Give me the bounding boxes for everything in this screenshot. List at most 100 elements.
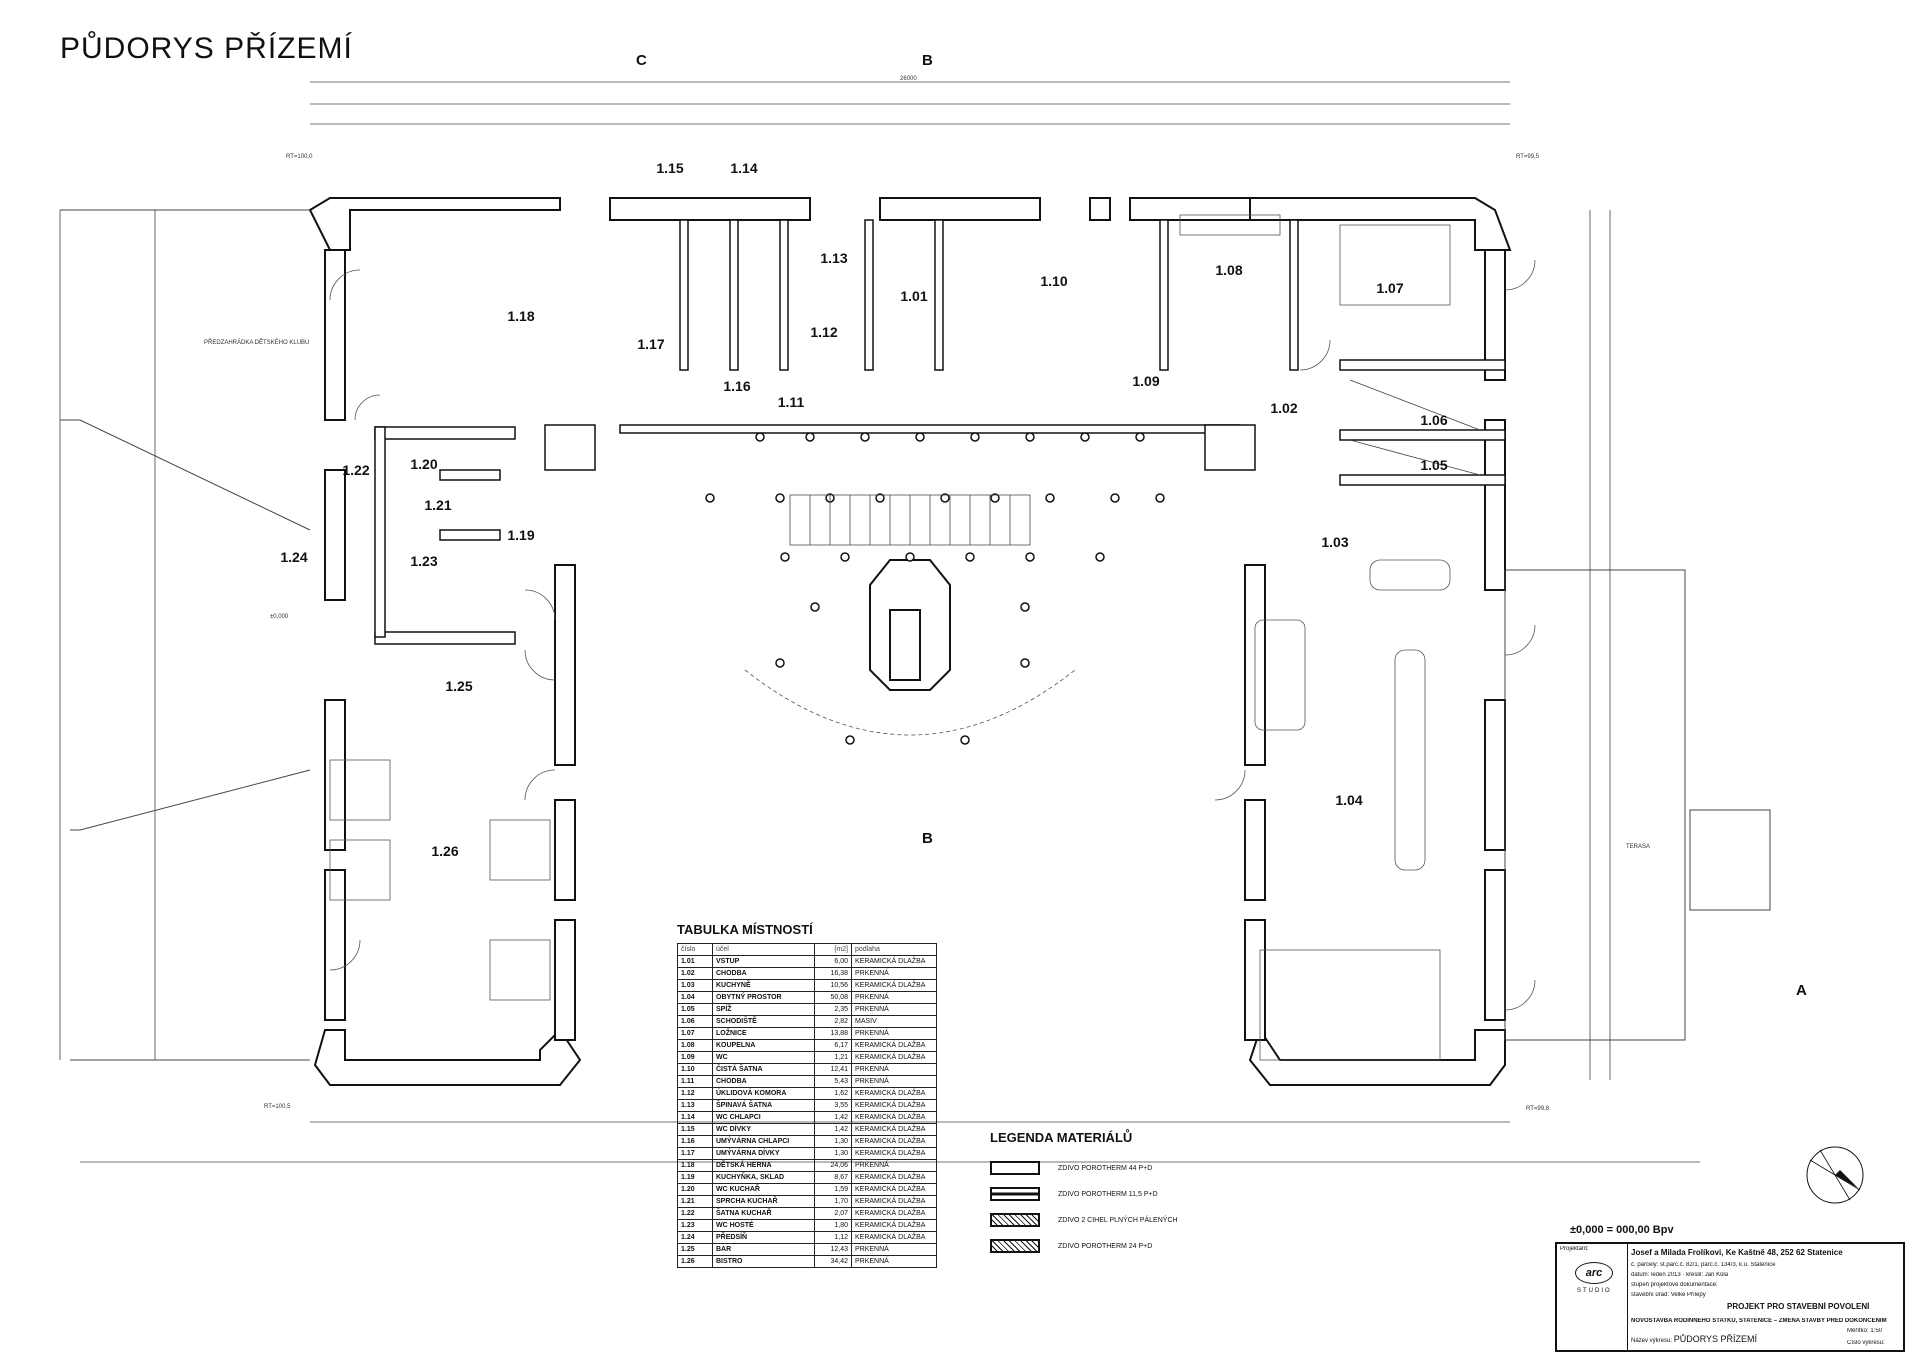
room-label-1-19: 1.19 <box>507 527 535 543</box>
room-name-cell: VSTUP <box>712 955 815 968</box>
tb-meritko-value: 1:50 <box>1870 1328 1883 1334</box>
room-floor-cell: KERAMICKÁ DLAŽBA <box>851 1111 937 1124</box>
tb-vykres-label: Název výkresu: <box>1631 1338 1673 1344</box>
room-floor-cell: KERAMICKÁ DLAŽBA <box>851 979 937 992</box>
material-legend: LEGENDA MATERIÁLŮ ZDIVO POROTHERM 44 P+D… <box>990 1130 1270 1259</box>
tb-meritko: Měřítko: 1:50 <box>1847 1328 1899 1334</box>
rt-top-right: RT=99,5 <box>1516 154 1540 160</box>
room-num-cell: 1.16 <box>677 1135 713 1148</box>
room-floor-cell: KERAMICKÁ DLAŽBA <box>851 1195 937 1208</box>
room-num-cell: 1.11 <box>677 1075 713 1088</box>
room-name-cell: KUCHYNĚ <box>712 979 815 992</box>
room-name-cell: WC KUCHAŘ <box>712 1183 815 1196</box>
header-floor: podlaha <box>851 943 937 956</box>
tb-investor: Josef a Milada Frolíkovi, Ke Kaštně 48, … <box>1631 1248 1843 1257</box>
section-mark-c: C <box>636 52 647 69</box>
room-floor-cell: KERAMICKÁ DLAŽBA <box>851 1207 937 1220</box>
room-label-1-04: 1.04 <box>1335 792 1363 808</box>
room-label-1-14: 1.14 <box>730 160 758 176</box>
drawing-title: PŮDORYS PŘÍZEMÍ <box>60 32 353 65</box>
room-floor-cell: PRKENNÁ <box>851 1003 937 1016</box>
room-name-cell: BISTRO <box>712 1255 815 1268</box>
room-area-cell: 50,08 <box>814 991 852 1004</box>
room-label-1-03: 1.03 <box>1321 534 1349 550</box>
room-name-cell: ŠATNA KUCHAŘ <box>712 1207 815 1220</box>
room-area-cell: 12,43 <box>814 1243 852 1256</box>
room-name-cell: CHODBA <box>712 1075 815 1088</box>
room-floor-cell: KERAMICKÁ DLAŽBA <box>851 1051 937 1064</box>
room-area-cell: 2,35 <box>814 1003 852 1016</box>
room-floor-cell: PRKENNÁ <box>851 1159 937 1172</box>
room-floor-cell: KERAMICKÁ DLAŽBA <box>851 1039 937 1052</box>
room-name-cell: ČISTÁ ŠATNA <box>712 1063 815 1076</box>
room-floor-cell: PRKENNÁ <box>851 1255 937 1268</box>
legend-swatch <box>990 1213 1040 1227</box>
room-area-cell: 13,88 <box>814 1027 852 1040</box>
room-label-1-06: 1.06 <box>1420 412 1448 428</box>
room-num-cell: 1.04 <box>677 991 713 1004</box>
title-block: Projektant: arc STUDIO Josef a Milada Fr… <box>1555 1242 1905 1352</box>
room-num-cell: 1.09 <box>677 1051 713 1064</box>
room-floor-cell: PRKENNÁ <box>851 967 937 980</box>
room-area-cell: 3,55 <box>814 1099 852 1112</box>
legend-label: ZDIVO POROTHERM 44 P+D <box>1058 1164 1153 1172</box>
room-label-1-11: 1.11 <box>777 394 805 410</box>
room-label-1-13: 1.13 <box>820 250 848 266</box>
room-num-cell: 1.26 <box>677 1255 713 1268</box>
section-mark-b-mid: B <box>922 830 933 847</box>
room-floor-cell: KERAMICKÁ DLAŽBA <box>851 1099 937 1112</box>
room-num-cell: 1.08 <box>677 1039 713 1052</box>
room-area-cell: 10,56 <box>814 979 852 992</box>
room-name-cell: KOUPELNA <box>712 1039 815 1052</box>
room-floor-cell: KERAMICKÁ DLAŽBA <box>851 1147 937 1160</box>
tb-akce: NOVOSTAVBA RODINNÉHO STATKU, STATENICE –… <box>1631 1318 1887 1324</box>
header-name: účel <box>712 943 815 956</box>
room-floor-cell: KERAMICKÁ DLAŽBA <box>851 955 937 968</box>
room-label-1-01: 1.01 <box>900 288 928 304</box>
room-num-cell: 1.17 <box>677 1147 713 1160</box>
rt-bottom-right: RT=99,8 <box>1526 1106 1550 1112</box>
rt-bottom-left: RT=100,5 <box>264 1104 291 1110</box>
tb-parcely: č. parcely: st.parc.č. 82/1, parc.č. 134… <box>1631 1262 1776 1268</box>
stairs <box>789 379 1481 546</box>
tb-projektant: Projektant: <box>1560 1246 1589 1252</box>
room-label-1-24: 1.24 <box>280 549 308 565</box>
room-area-cell: 5,43 <box>814 1075 852 1088</box>
room-name-cell: WC CHLAPCI <box>712 1111 815 1124</box>
studio-text: STUDIO <box>1577 1288 1612 1294</box>
room-name-cell: OBYTNÝ PROSTOR <box>712 991 815 1004</box>
room-floor-cell: KERAMICKÁ DLAŽBA <box>851 1135 937 1148</box>
room-name-cell: CHODBA <box>712 967 815 980</box>
rt-top-left: RT=100,0 <box>286 154 313 160</box>
legend-label: ZDIVO POROTHERM 24 P+D <box>1058 1242 1153 1250</box>
room-num-cell: 1.07 <box>677 1027 713 1040</box>
room-area-cell: 1,30 <box>814 1147 852 1160</box>
room-name-cell: DĚTSKÁ HERNA <box>712 1159 815 1172</box>
room-num-cell: 1.12 <box>677 1087 713 1100</box>
room-area-cell: 2,82 <box>814 1015 852 1028</box>
room-name-cell: BAR <box>712 1243 815 1256</box>
tb-meritko-label: Měřítko: <box>1847 1328 1869 1334</box>
room-name-cell: WC DÍVKY <box>712 1123 815 1136</box>
tb-vykres: Název výkresu: PŮDORYS PŘÍZEMÍ <box>1631 1334 1899 1344</box>
room-num-cell: 1.20 <box>677 1183 713 1196</box>
outer-walls <box>308 197 1512 1086</box>
room-name-cell: KUCHYŇKA, SKLAD <box>712 1171 815 1184</box>
room-area-cell: 1,12 <box>814 1231 852 1244</box>
room-name-cell: PŘEDSÍŇ <box>712 1231 815 1244</box>
room-area-cell: 1,59 <box>814 1183 852 1196</box>
room-label-1-16: 1.16 <box>723 378 751 394</box>
